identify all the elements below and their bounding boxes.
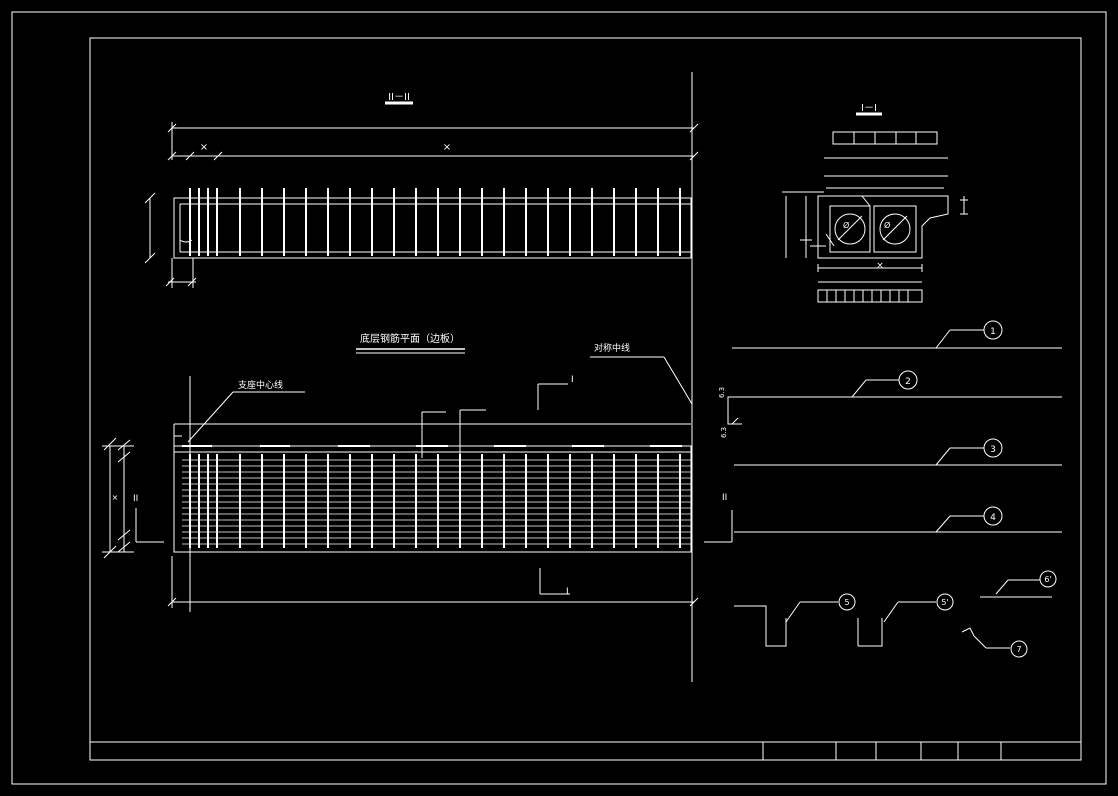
section-2-dim-top-x: × (200, 142, 208, 153)
bar-6p-label: 6' (1044, 575, 1051, 584)
bar-3-marker (983, 438, 1003, 458)
bar-5-marker (838, 593, 856, 611)
bar-5p-label: 5' (941, 598, 948, 607)
bar-2-label: 2 (905, 377, 911, 387)
section-2-2-view (144, 101, 699, 288)
section-2-title: II－II (388, 92, 410, 103)
bottom-rebar-plan-view (102, 348, 733, 612)
bar-1-marker (983, 320, 1003, 340)
plan-title: 底层钢筋平面（边板） (360, 332, 460, 345)
cut-ii-left-label: II (133, 494, 138, 504)
bar-1-label: 1 (990, 327, 996, 337)
drawing-labels: II－II × × I－I × Ø Ø 底层钢筋平面（边板） 支座中心线 对称中… (112, 92, 1052, 654)
bar-5-label: 5 (844, 598, 849, 607)
section-1-circle-right: Ø (884, 220, 890, 230)
plan-transverse-bars (189, 454, 681, 548)
bar-2-marker (898, 370, 918, 390)
bar-6p-marker (1039, 570, 1057, 588)
section-1-title: I－I (861, 103, 877, 114)
section-1-dim-bottom-x: × (876, 261, 884, 271)
bar-5p-marker (936, 593, 954, 611)
section-2-dim-second-x: × (443, 142, 451, 153)
bar-4-label: 4 (990, 513, 996, 523)
support-centerline-label: 支座中心线 (238, 379, 283, 391)
title-block (90, 741, 1081, 760)
symmetry-centerline-label: 对称中线 (594, 342, 630, 354)
section-1-circle-left: Ø (843, 220, 849, 230)
bar-7-label: 7 (1016, 645, 1021, 654)
hook-dim-bottom: 6.3 (720, 427, 728, 438)
plan-longitudinal-bars (182, 459, 691, 545)
cut-i-top-label: I (571, 375, 574, 385)
plan-dim-left-x: × (112, 493, 119, 502)
cut-i-bottom-label: I (566, 587, 569, 597)
section-2-stirrups (189, 188, 681, 256)
bar-4-marker (983, 506, 1003, 526)
bar-3-label: 3 (990, 445, 996, 455)
section-1-1-view (782, 112, 968, 303)
inner-border (89, 37, 1082, 761)
cut-ii-right-label: II (722, 493, 727, 503)
rebar-details (727, 320, 1062, 658)
hook-dim-top: 6.3 (718, 387, 726, 398)
bar-7-marker (1010, 640, 1028, 658)
outer-border (11, 11, 1107, 785)
